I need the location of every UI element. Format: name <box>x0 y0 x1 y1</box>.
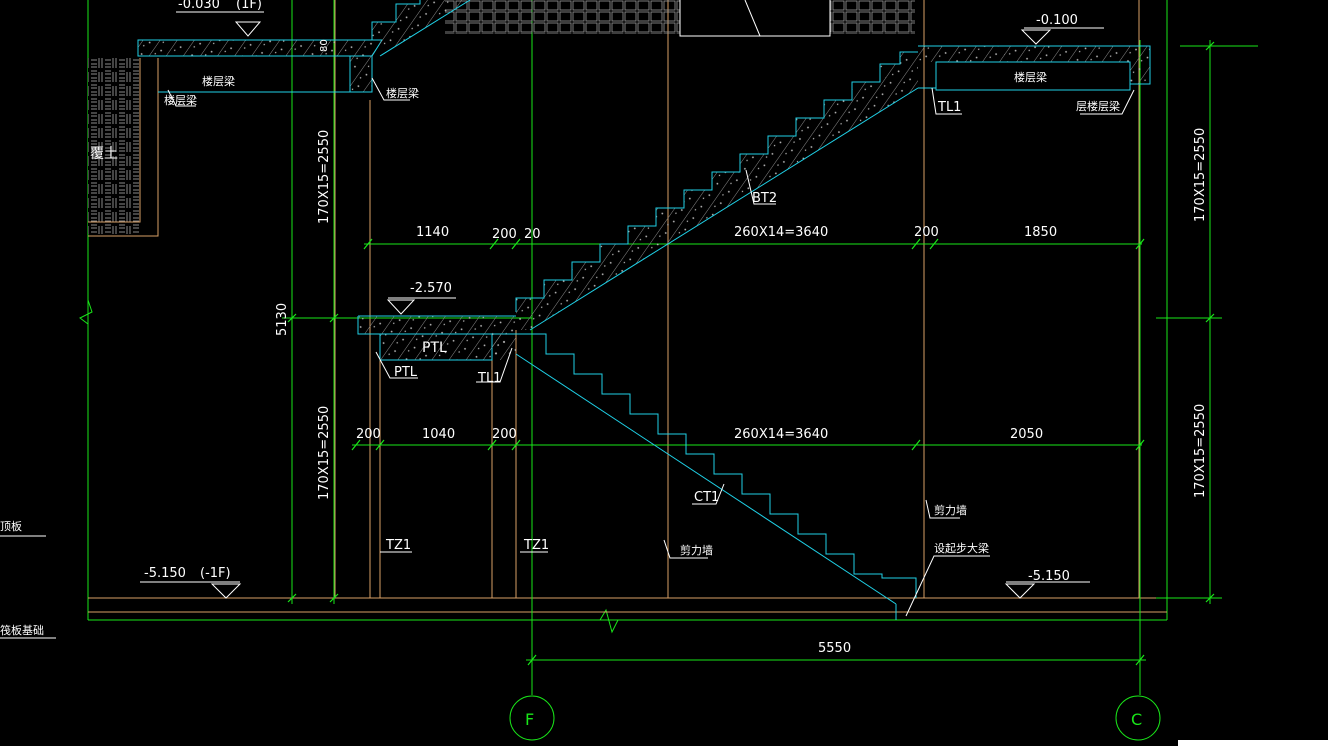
top-right-slab <box>918 45 1151 91</box>
axis-bubble-f <box>509 695 555 741</box>
dim-left-total: 5130 <box>275 303 290 336</box>
label-start-beam: 设起步大梁 <box>934 541 989 555</box>
upper-flight-top <box>371 0 471 57</box>
dim-lower-200b: 200 <box>492 427 517 442</box>
dim-right-upper: 170X15=2550 <box>1193 128 1208 222</box>
top-left-slab <box>137 39 383 93</box>
dim-right-lower: 170X15=2550 <box>1193 404 1208 498</box>
dim-upper-1140: 1140 <box>416 225 449 240</box>
label-beam-right-note: 层楼层梁 <box>1076 99 1120 113</box>
leader-lines <box>0 77 1135 639</box>
label-tl1-mid: TL1 <box>477 371 501 386</box>
dim-bottom-5550: 5550 <box>818 641 851 656</box>
label-texts: 楼层梁 楼层梁 楼层梁 楼层梁 层楼层梁 覆土 TL1 BT2 PTL PTL … <box>0 39 1120 637</box>
label-bt2: BT2 <box>752 191 777 206</box>
dim-upper-200b: 200 <box>914 225 939 240</box>
label-slab-thickness: 80 <box>319 39 330 52</box>
dim-lower-1040: 1040 <box>422 427 455 442</box>
elevation-texts: -0.030 (1F) -0.100 -2.570 -5.150 (-1F) -… <box>144 0 1078 584</box>
label-tl1-top: TL1 <box>937 100 961 115</box>
upper-opening <box>680 0 830 36</box>
label-beam-right: 楼层梁 <box>1014 70 1047 84</box>
flight-ct1 <box>515 333 917 620</box>
axis-label-f: F <box>525 710 534 729</box>
elev-bottom-left: -5.150 <box>144 566 186 581</box>
label-tz1-right: TZ1 <box>523 538 549 553</box>
axis-bubble-c <box>1115 695 1161 741</box>
label-beam-top-left: 楼层梁 <box>164 93 197 107</box>
label-ptl-box: PTL <box>422 340 447 356</box>
dimension-texts: 1140 200 20 260X14=3640 200 1850 200 104… <box>275 128 1208 656</box>
label-beam-top-stair: 楼层梁 <box>386 86 419 100</box>
label-soil: 覆土 <box>90 146 118 162</box>
label-ct1: CT1 <box>694 490 719 505</box>
dim-lower-3640: 260X14=3640 <box>734 427 828 442</box>
flight-bt2 <box>515 51 919 331</box>
elev-bottom-left-floor: (-1F) <box>200 566 231 581</box>
axis-texts: F C <box>525 710 1142 729</box>
soil-block <box>88 58 159 237</box>
corner-block <box>1178 740 1328 746</box>
elev-top-left: -0.030 <box>178 0 220 12</box>
label-tz1-left: TZ1 <box>385 538 411 553</box>
label-top-slab: 顶板 <box>0 519 22 533</box>
label-shear-wall-right: 剪力墙 <box>934 503 967 517</box>
dimension-ticks <box>287 41 1215 666</box>
dim-lower-200a: 200 <box>356 427 381 442</box>
dim-left-lower: 170X15=2550 <box>317 406 332 500</box>
dim-lower-2050: 2050 <box>1010 427 1043 442</box>
label-raft-foundation: 筏板基础 <box>0 623 44 637</box>
dim-upper-1850: 1850 <box>1024 225 1057 240</box>
dim-upper-20: 20 <box>524 227 541 242</box>
axis-label-c: C <box>1131 710 1142 729</box>
label-shear-wall-mid: 剪力墙 <box>680 543 713 557</box>
elev-bottom-right: -5.150 <box>1028 569 1070 584</box>
elev-landing: -2.570 <box>410 281 452 296</box>
elev-top-left-floor: (1F) <box>236 0 262 12</box>
dim-upper-200a: 200 <box>492 227 517 242</box>
elevation-markers <box>140 11 1104 599</box>
dim-left-upper: 170X15=2550 <box>317 130 332 224</box>
dim-upper-3640: 260X14=3640 <box>734 225 828 240</box>
elev-top-right: -0.100 <box>1036 13 1078 28</box>
label-ptl-tag: PTL <box>394 365 418 380</box>
label-beam-top-mid: 楼层梁 <box>202 74 235 88</box>
structure-lines <box>79 0 1258 695</box>
